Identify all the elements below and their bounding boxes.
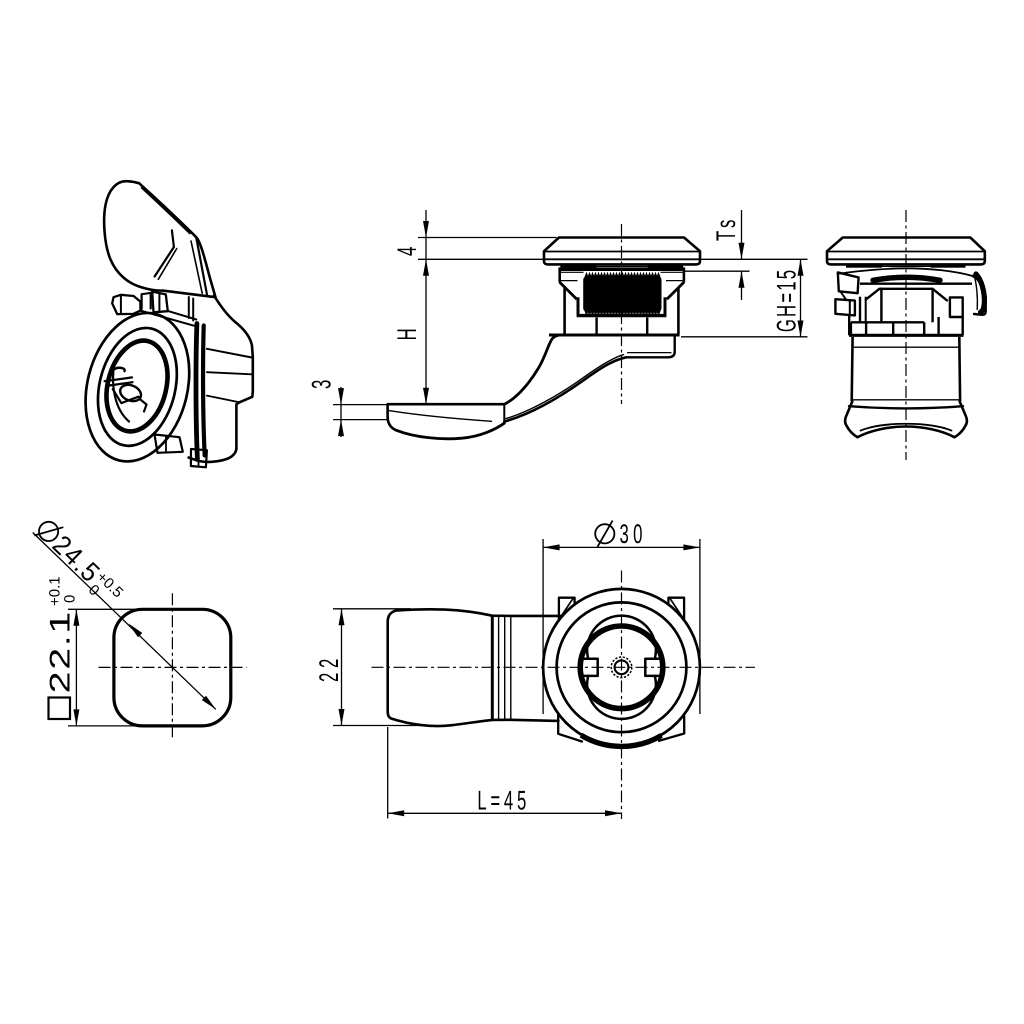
svg-text:H: H (392, 324, 422, 341)
svg-text:3: 3 (307, 375, 337, 389)
svg-text:22.1: 22.1 (45, 610, 77, 693)
svg-text:L=45: L=45 (477, 785, 530, 815)
svg-text:4: 4 (392, 242, 422, 256)
svg-text:0: 0 (62, 595, 79, 603)
svg-text:22: 22 (314, 654, 344, 682)
svg-text:30: 30 (620, 519, 647, 549)
svg-text:GH=15: GH=15 (772, 268, 802, 332)
svg-text:+0.1: +0.1 (47, 576, 64, 606)
svg-text:Ts: Ts (711, 215, 741, 241)
